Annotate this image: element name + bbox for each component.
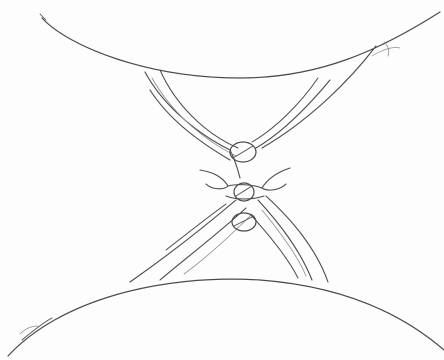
lower-arc-icon: [8, 279, 444, 356]
upper-arc-icon: [40, 12, 440, 78]
